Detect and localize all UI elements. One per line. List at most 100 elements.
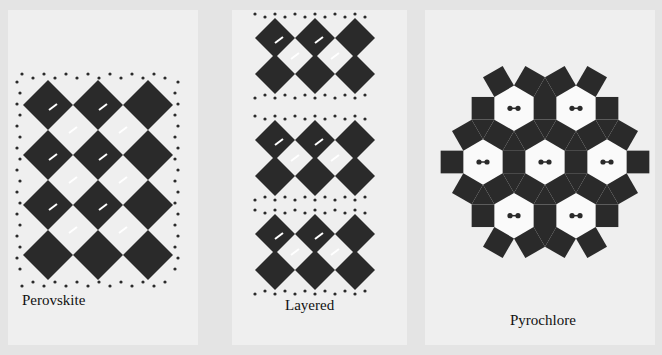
atom-dot [163,280,166,283]
atom-dot [64,72,67,75]
octahedron [295,54,335,94]
octahedron [73,230,123,280]
atom-dot [18,267,21,270]
cation-mark [119,227,127,233]
atom-dot [363,117,366,120]
atom-dot [273,12,276,15]
octahedron-triangle [596,120,619,140]
atom-dot [263,93,266,96]
cation-mark [49,154,57,160]
atom-dot [173,179,176,182]
cation-mark [69,227,77,233]
octahedron [73,80,123,130]
dumbbell-atom [507,106,512,111]
structure-label: Pyrochlore [510,311,576,329]
atom-dot [303,93,306,96]
atom-dot [333,208,336,211]
atom-dot [18,245,21,248]
atom-dot [18,91,21,94]
dumbbell-atom [484,159,489,164]
atom-dot [303,211,306,214]
octahedron [73,180,123,230]
octahedron [295,250,335,290]
cation-mark [331,249,339,255]
atom-dot [273,198,276,201]
layered-panel [232,10,407,345]
atom-dot [20,72,23,75]
atom-dot [363,211,366,214]
atom-dot [86,284,89,287]
atom-dot [173,245,176,248]
atom-dot [363,15,366,18]
atom-dot [15,168,18,171]
octahedron [255,120,295,160]
atom-dot [283,117,286,120]
atom-dot [108,72,111,75]
cation-mark [69,127,77,133]
octahedron-triangle [534,77,557,97]
octahedron [23,230,73,280]
atom-dot [253,114,256,117]
atom-dot [293,12,296,15]
atom-dot [353,12,356,15]
atom-dot [343,93,346,96]
octahedron [255,250,295,290]
atom-dot [20,284,23,287]
octahedron [23,180,73,230]
atom-dot [31,280,34,283]
cation-mark [275,233,283,239]
atom-dot [173,135,176,138]
atom-dot [283,195,286,198]
perovskite-structure [15,72,179,287]
dumbbell-atom [600,159,605,164]
atom-dot [333,198,336,201]
octahedron [123,130,173,180]
octahedron [23,80,73,130]
atom-dot [313,208,316,211]
atom-dot [323,289,326,292]
cation-mark [49,204,57,210]
octahedron-triangle [472,120,495,140]
atom-dot [263,15,266,18]
atom-dot [176,190,179,193]
octahedron [123,80,173,130]
dumbbell-atom [546,159,551,164]
atom-dot [253,198,256,201]
octahedron [255,18,295,58]
octahedron [335,214,375,254]
atom-dot [363,289,366,292]
atom-dot [273,96,276,99]
octahedron [295,214,335,254]
atom-dot [42,284,45,287]
atom-dot [173,91,176,94]
atom-dot [18,179,21,182]
octahedron [335,18,375,58]
atom-dot [86,72,89,75]
atom-dot [42,72,45,75]
dumbbell-atom [515,106,520,111]
atom-dot [323,195,326,198]
atom-dot [152,72,155,75]
octahedron-triangle [565,131,588,151]
atom-dot [313,12,316,15]
atom-dot [15,102,18,105]
octahedron-triangle [534,227,557,247]
atom-dot [176,212,179,215]
structure-label: Layered [285,296,334,314]
pyrochlore-panel [425,10,655,345]
octahedron [335,120,375,160]
atom-dot [18,201,21,204]
atom-dot [263,117,266,120]
atom-dot [263,195,266,198]
atom-dot [323,15,326,18]
cation-mark [99,104,107,110]
atom-dot [343,289,346,292]
atom-dot [363,93,366,96]
octahedron-triangle [503,173,526,193]
atom-dot [303,15,306,18]
octahedron-square [534,204,557,227]
atom-dot [303,289,306,292]
octahedron-triangle [534,120,557,140]
cation-mark [315,37,323,43]
octahedron-triangle [534,185,557,205]
